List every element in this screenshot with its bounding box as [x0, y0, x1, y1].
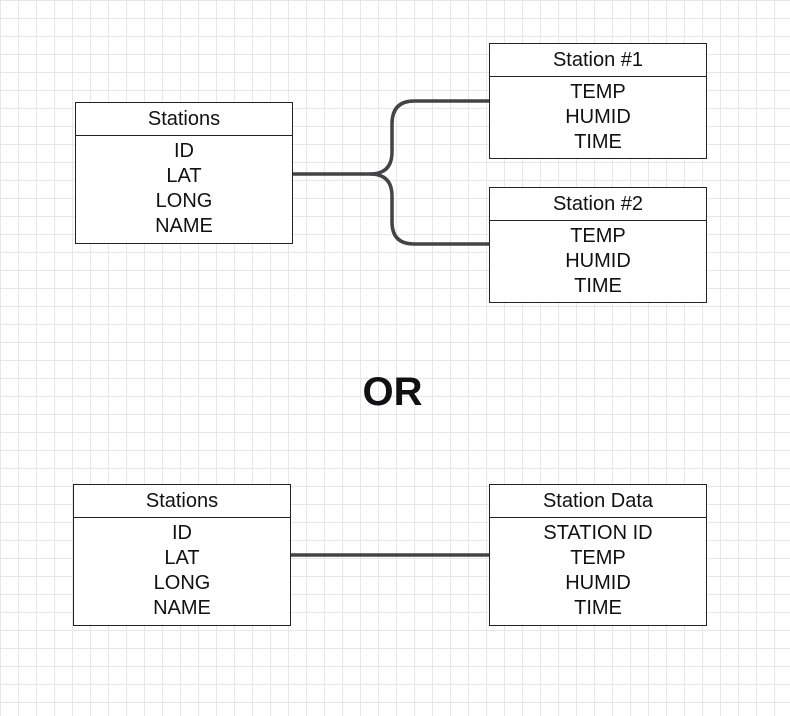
field-station-id: STATION ID	[543, 522, 653, 544]
field-name: NAME	[153, 597, 211, 619]
entity-title: Station Data	[490, 485, 706, 518]
entity-station-1[interactable]: Station #1 TEMP HUMID TIME	[489, 43, 707, 159]
entity-stations-bottom[interactable]: Stations ID LAT LONG NAME	[73, 484, 291, 626]
field-long: LONG	[155, 190, 213, 212]
field-temp: TEMP	[570, 225, 626, 247]
field-time: TIME	[574, 131, 622, 153]
field-time: TIME	[574, 275, 622, 297]
entity-title: Stations	[76, 103, 292, 136]
entity-fields: ID LAT LONG NAME	[76, 136, 292, 239]
field-id: ID	[174, 140, 194, 162]
field-long: LONG	[153, 572, 211, 594]
entity-fields: ID LAT LONG NAME	[74, 518, 290, 621]
field-humid: HUMID	[565, 106, 631, 128]
field-temp: TEMP	[570, 547, 626, 569]
connector-stations-to-station-2	[369, 172, 490, 246]
field-humid: HUMID	[565, 250, 631, 272]
entity-title: Stations	[74, 485, 290, 518]
entity-fields: TEMP HUMID TIME	[490, 77, 706, 155]
entity-fields: STATION ID TEMP HUMID TIME	[490, 518, 706, 621]
or-separator: OR	[362, 370, 423, 414]
field-id: ID	[172, 522, 192, 544]
entity-station-data[interactable]: Station Data STATION ID TEMP HUMID TIME	[489, 484, 707, 626]
field-lat: LAT	[164, 547, 200, 569]
field-lat: LAT	[166, 165, 202, 187]
connector-stations-to-station-1	[292, 99, 490, 176]
entity-title: Station #1	[490, 44, 706, 77]
field-temp: TEMP	[570, 81, 626, 103]
entity-title: Station #2	[490, 188, 706, 221]
field-name: NAME	[155, 215, 213, 237]
field-time: TIME	[574, 597, 622, 619]
entity-fields: TEMP HUMID TIME	[490, 221, 706, 299]
entity-station-2[interactable]: Station #2 TEMP HUMID TIME	[489, 187, 707, 303]
entity-stations-top[interactable]: Stations ID LAT LONG NAME	[75, 102, 293, 244]
field-humid: HUMID	[565, 572, 631, 594]
